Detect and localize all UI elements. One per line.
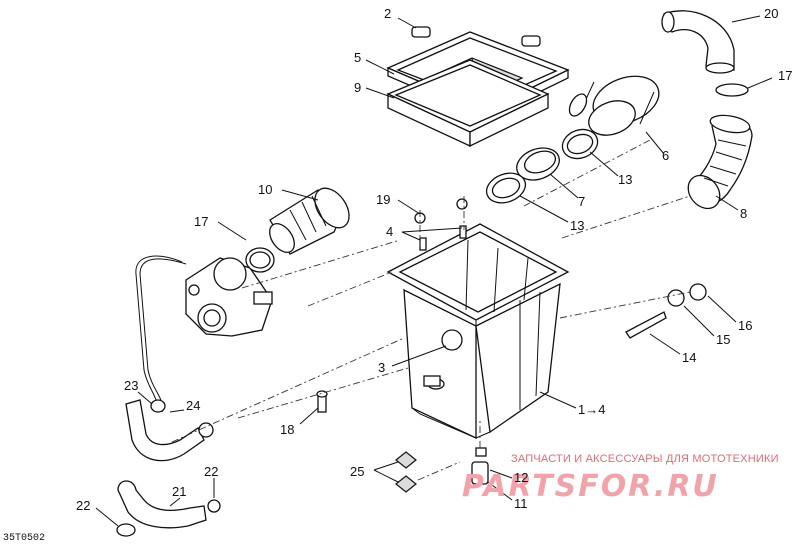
callout-1-4: 1→4: [578, 402, 605, 417]
callout-9: 9: [354, 80, 361, 95]
callout-25: 25: [350, 464, 364, 479]
callout-13b: 13: [570, 218, 584, 233]
pads: [395, 451, 417, 493]
callout-20: 20: [764, 6, 778, 21]
callout-22: 22: [204, 464, 218, 479]
callout-18: 18: [280, 422, 294, 437]
callout-3: 3: [378, 360, 385, 375]
intake-boot: [269, 187, 350, 255]
vent-line-2: [135, 255, 183, 411]
callout-19: 19: [376, 192, 390, 207]
bolts-and-nuts: [414, 198, 468, 251]
drain-cap: [471, 447, 489, 485]
drain-hose-upper: [125, 399, 214, 462]
drain-hose-lower: [116, 480, 221, 537]
watermark-caption: ЗАПЧАСТИ И АКСЕССУАРЫ ДЛЯ МОТОТЕХНИКИ: [511, 453, 779, 465]
air-box: [386, 223, 570, 440]
callout-16: 16: [738, 318, 752, 333]
callout-8: 8: [740, 206, 747, 221]
clamp-17-upper: [715, 83, 749, 97]
elbow-tube: [661, 10, 735, 74]
drawing-code: 35T0502: [3, 533, 45, 544]
callout-4: 4: [386, 224, 393, 239]
bolt-18: [316, 390, 328, 413]
vent-line: [139, 258, 187, 413]
strap-and-caps: [625, 283, 707, 339]
callout-17: 17: [778, 68, 792, 83]
callout-17b: 17: [194, 214, 208, 229]
cover-clips: [411, 26, 541, 47]
callout-14: 14: [682, 350, 696, 365]
callout-labels: 2 20 5 17 9 6 13 7 10 19 13 8 17 4 3 16 …: [76, 6, 792, 513]
corrugated-hose: [687, 114, 753, 210]
callout-22b: 22: [76, 498, 90, 513]
callout-2: 2: [384, 6, 391, 21]
throttle-body: [185, 257, 273, 337]
callout-6: 6: [662, 148, 669, 163]
callout-5: 5: [354, 50, 361, 65]
filter-element: [386, 59, 550, 148]
callout-10: 10: [258, 182, 272, 197]
callout-11: 11: [514, 496, 528, 511]
callout-15: 15: [716, 332, 730, 347]
callout-21: 21: [172, 484, 186, 499]
watermark-brand: PARTSFOR.RU: [462, 469, 719, 504]
callout-12: 12: [514, 470, 528, 485]
callout-7: 7: [578, 194, 585, 209]
clamp-17-left: [245, 247, 275, 273]
callout-24: 24: [186, 398, 200, 413]
boot-and-clamps: [485, 128, 599, 204]
leader-lines: [95, 15, 773, 527]
callout-13: 13: [618, 172, 632, 187]
callout-23: 23: [124, 378, 138, 393]
intake-duct: [568, 75, 660, 136]
center-lines: [171, 139, 691, 481]
